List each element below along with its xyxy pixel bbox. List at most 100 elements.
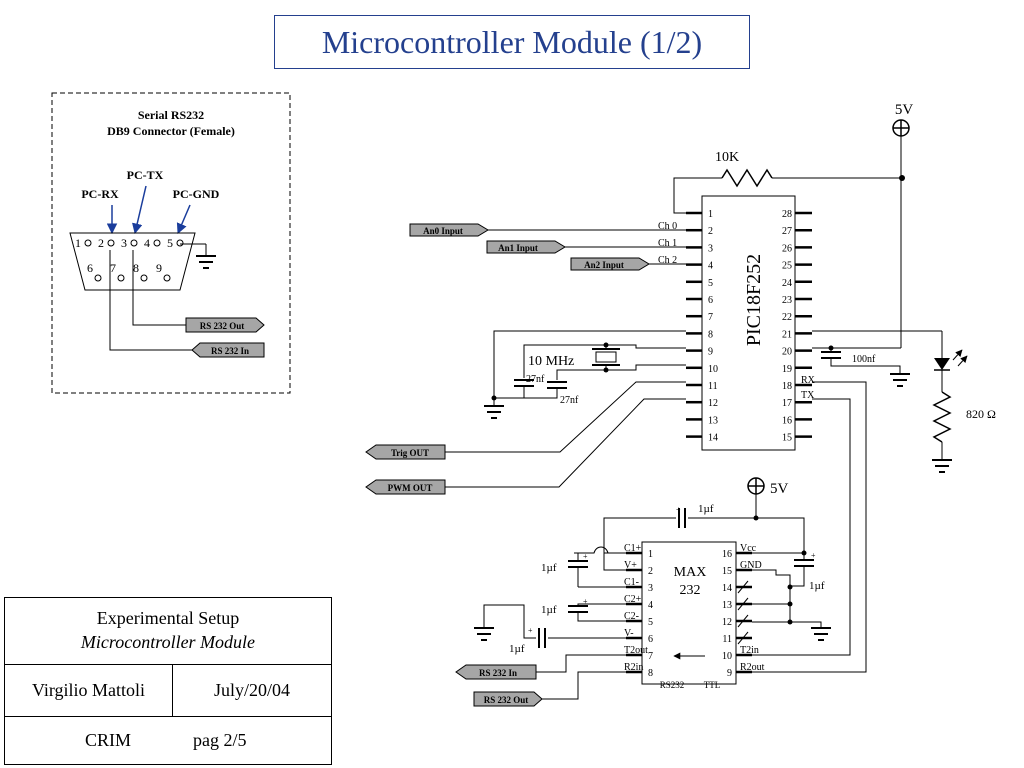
max-pin-number: 6 [648,634,653,645]
an1-input-tag [486,240,566,254]
max-unused-mark [737,597,749,611]
db9-connector-shape [69,232,196,291]
trig-out-tag [365,444,446,460]
pic-pin-number: 4 [708,261,713,272]
pic-pin-number: 11 [708,381,718,392]
an0-input-text: An0 Input [423,226,463,236]
ch1-label: Ch 1 [658,238,677,249]
db9-pin-hole [176,239,184,247]
cap-100nf-label: 100nf [852,354,876,365]
db9-pin-6: 6 [87,261,93,275]
db9-pin-5: 5 [167,236,173,250]
max232-section: MAX 232 RS232 TTL 1C1+2V+3C1-4C2+5C2-6V-… [455,477,831,707]
pwm-out-tag [365,479,446,495]
max-pin-number: 4 [648,600,653,611]
pic-pin-number: 7 [708,312,713,323]
an1-input-text: An1 Input [498,243,538,253]
max-pin-label: C2+ [624,594,642,605]
db9-pin-9: 9 [156,261,162,275]
max-unused-mark [737,631,749,645]
pc-tx-arrow [132,185,147,235]
ch2-label: Ch 2 [658,255,677,266]
pic-pin-number: 8 [708,329,713,340]
max-pin-label: R2in [624,662,643,673]
an2-input-tag [570,257,650,271]
max-pin-number: 9 [727,668,732,679]
pic-pin-number: 16 [782,415,792,426]
max-pin-number: 14 [722,583,732,594]
db9-pin-4: 4 [144,236,150,250]
pic-pin-number: 19 [782,364,792,375]
cap-27nf-a-label: 27nf [526,374,545,385]
info-author-row: Virgilio Mattoli July/20/04 [5,665,331,717]
max-pin-label: T2in [740,645,759,656]
max-pin-number: 10 [722,651,732,662]
svg-text:+: + [583,597,588,606]
pc-gnd-label: PC-GND [173,187,220,201]
info-line-1: Experimental Setup [96,608,240,628]
svg-text:+: + [583,552,588,561]
pic-pin-number: 15 [782,433,792,444]
serial-panel-border [51,92,291,394]
tx-label: TX [801,390,815,401]
max-pin-number: 16 [722,549,732,560]
resistor-820-icon [932,391,952,443]
pic-pin-number: 9 [708,347,713,358]
db9-pin-hole [107,239,115,247]
info-org: CRIM [85,730,132,750]
rx-label: RX [801,375,816,386]
max-rs232-out-text: RS 232 Out [484,695,529,705]
max-pin-label: R2out [740,662,765,673]
max-pin-label: Vcc [740,543,757,554]
cap-d-label: 1µf [809,580,825,592]
max232-name-2: 232 [680,583,701,598]
max-pin-number: 12 [722,617,732,628]
svg-text:+: + [811,551,816,560]
rs232-in-tag [191,342,265,358]
pic-pin-number: 6 [708,295,713,306]
info-date: July/20/04 [213,680,290,700]
max-rs232-in-tag [455,664,537,680]
pic-pin-number: 21 [782,329,792,340]
max-pin-number: 8 [648,668,653,679]
pic-pin-number: 13 [708,415,718,426]
an2-input-text: An2 Input [584,260,624,270]
max-rs232-out-tag [473,691,543,707]
serial-heading-1: Serial RS232 [138,108,204,122]
max-pin-number: 3 [648,583,653,594]
db9-pin-2: 2 [98,236,104,250]
crystal-label: 10 MHz [528,354,574,369]
db9-pin-3: 3 [121,236,127,250]
db9-pin-hole [153,239,161,247]
an0-input-tag [409,223,489,237]
pc-rx-label: PC-RX [81,187,119,201]
info-box: Experimental Setup Microcontroller Modul… [4,597,332,765]
max-pin-number: 13 [722,600,732,611]
cap-a-label: 1µf [541,562,557,574]
db9-pin-hole [117,274,125,282]
rs232-in-tag-text: RS 232 In [211,346,249,356]
pic-pin-number: 18 [782,381,792,392]
max-pin-label: C1+ [624,543,642,554]
info-line-2: Microcontroller Module [80,632,256,652]
db9-pin-8: 8 [133,261,139,275]
pic-pin-number: 17 [782,398,792,409]
cap-top-label: 1µf [698,503,714,515]
pc-gnd-arrow [176,204,191,234]
cap-b-label: 1µf [541,604,557,616]
pic-pin-number: 2 [708,226,713,237]
trig-out-text: Trig OUT [391,448,429,458]
max-pin-label: C1- [624,577,639,588]
info-author: Virgilio Mattoli [5,665,173,716]
max-unused-mark [737,580,749,594]
resistor-10k-label: 10K [715,150,739,165]
pwm-out-text: PWM OUT [388,483,433,493]
db9-pin-1: 1 [75,236,81,250]
crystal-icon [595,351,617,363]
info-title-row: Experimental Setup Microcontroller Modul… [5,598,331,665]
